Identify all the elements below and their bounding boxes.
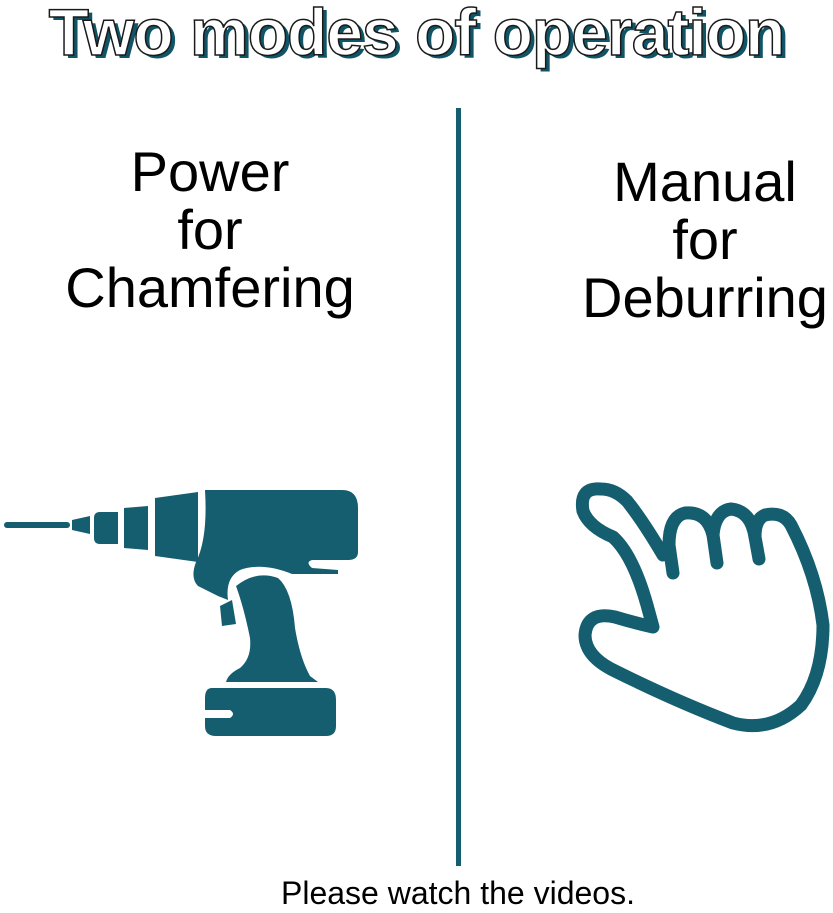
vertical-divider — [456, 108, 461, 866]
heading-line: Manual — [613, 150, 797, 213]
page-title: Two modes of operation — [48, 0, 786, 70]
pointing-hand-icon — [575, 482, 830, 733]
footer-note: Please watch the videos. — [281, 875, 635, 911]
heading-line: Deburring — [582, 266, 828, 329]
heading-line: Power — [130, 140, 290, 203]
heading-line: for — [177, 198, 243, 261]
heading-line: for — [672, 208, 738, 271]
power-drill-icon — [4, 490, 358, 736]
manual-mode-heading: Manual for Deburring — [555, 153, 833, 327]
power-mode-heading: Power for Chamfering — [20, 143, 400, 317]
heading-line: Chamfering — [65, 256, 355, 319]
